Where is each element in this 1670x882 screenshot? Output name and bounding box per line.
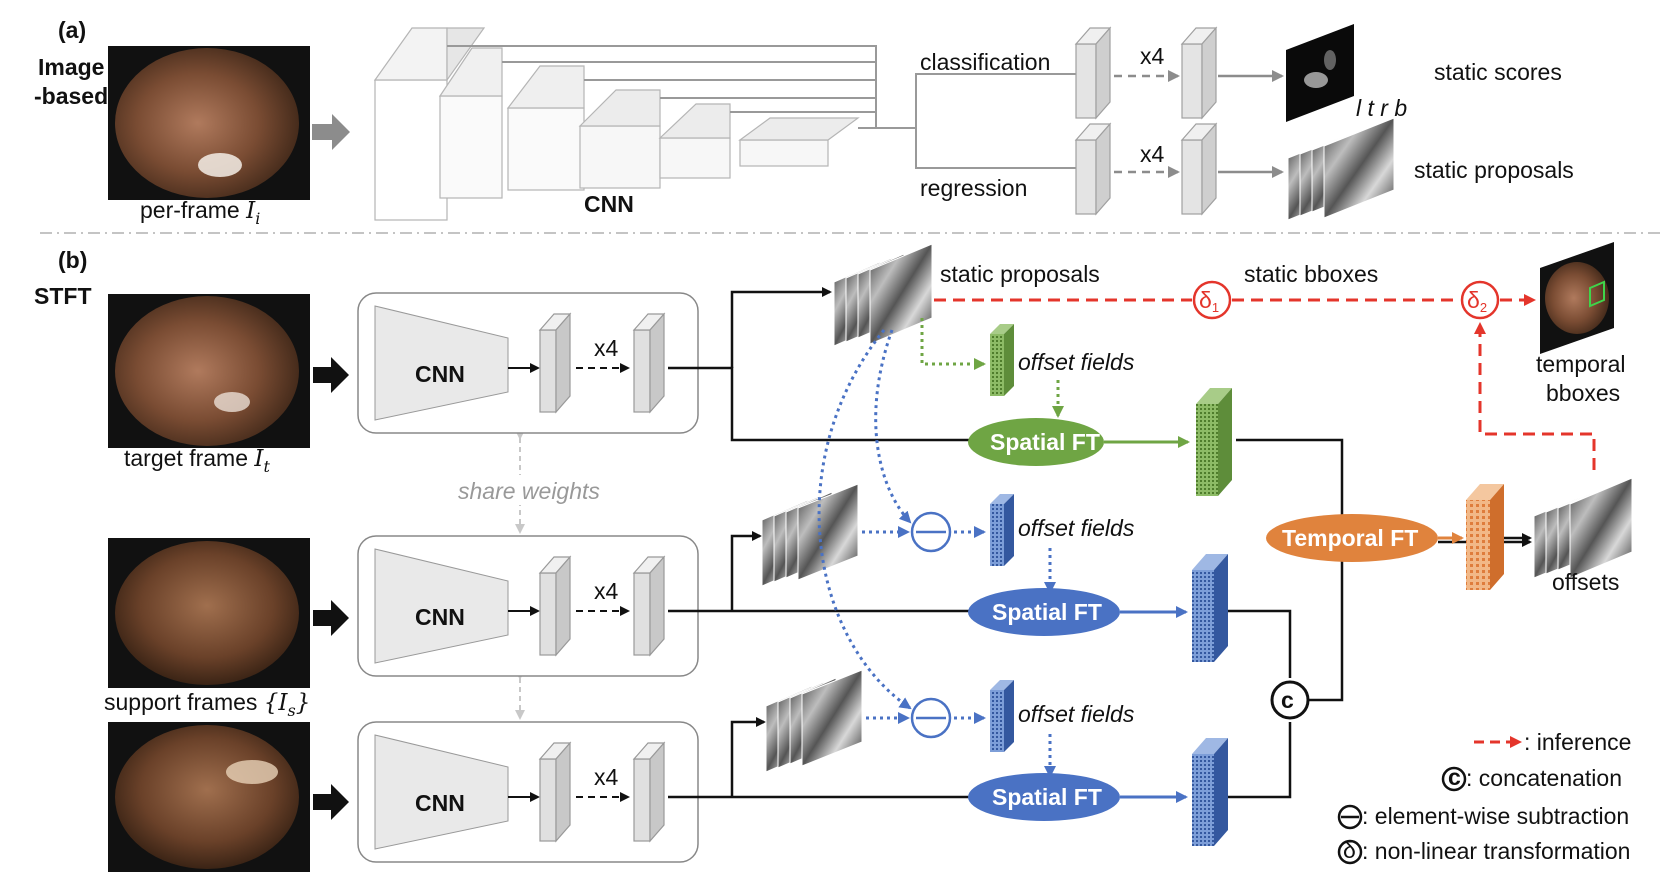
static-proposals-map-a — [1287, 117, 1395, 221]
cnn-label-a: CNN — [584, 191, 634, 217]
blue-aligned-feature-1 — [1192, 554, 1228, 662]
cnn-module-target: CNN x4 — [357, 292, 699, 434]
regression-head — [1074, 122, 1218, 216]
svg-text:: element-wise subtraction: : element-wise subtraction — [1362, 803, 1629, 829]
spatial-ft-green-label: Spatial FT — [990, 429, 1100, 455]
cnn-lateral-connections — [447, 45, 1076, 169]
concat-icon: c — [1270, 680, 1310, 720]
static-scores-map — [1286, 24, 1354, 122]
cnn-backbone-blocks — [373, 27, 860, 221]
legend: : inference c : concatenation : element-… — [1337, 729, 1631, 865]
support-frame-image-1 — [108, 538, 310, 688]
support1-input-arrow — [313, 600, 349, 636]
delta2-icon: δ2 — [1460, 280, 1500, 320]
cnn-module-support-2: CNN x4 — [357, 721, 699, 863]
subtract-icon-2 — [910, 697, 952, 739]
temporal-bboxes-image — [1540, 242, 1614, 354]
main-flow-lines — [668, 287, 1532, 799]
temporal-ft-label: Temporal FT — [1282, 525, 1418, 551]
static-proposals-map-target — [833, 243, 933, 347]
static-scores-label: static scores — [1434, 59, 1562, 85]
section-a-tag: (a) — [58, 17, 86, 43]
green-offset-arrow — [920, 318, 986, 370]
proposals-map-support-2 — [765, 669, 863, 773]
svg-text:c: c — [1448, 764, 1461, 790]
section-a-title-line1: Image — [38, 54, 104, 80]
blue-offset-field-1 — [990, 494, 1014, 566]
section-b: (b) STFT target frame It support frames … — [34, 247, 612, 872]
cnn-label-support-2: CNN — [415, 790, 465, 816]
static-proposals-label-a: static proposals — [1414, 157, 1574, 183]
share-weights-label: share weights — [458, 478, 600, 504]
classification-head — [1074, 26, 1218, 120]
blue-offset-field-2 — [990, 680, 1014, 752]
regression-label: regression — [920, 175, 1027, 201]
spatial-ft-blue-2: Spatial FT — [968, 773, 1120, 821]
spatial-ft-blue-1-label: Spatial FT — [992, 599, 1102, 625]
delta1-icon: δ1 — [1192, 280, 1232, 320]
legend-inference: : inference — [1474, 729, 1631, 755]
spatial-ft-blue-2-label: Spatial FT — [992, 784, 1102, 810]
section-b-title: STFT — [34, 283, 92, 309]
legend-nonlinear: δ : non-linear transformation — [1337, 837, 1630, 865]
spatial-ft-blue-1: Spatial FT — [968, 588, 1120, 636]
blue-aligned-feature-2 — [1192, 738, 1228, 846]
repeat-label-target: x4 — [594, 335, 619, 361]
target-frame-caption: target frame It — [124, 445, 270, 476]
share-weights-bg — [452, 475, 612, 505]
svg-text:δ1: δ1 — [1199, 287, 1219, 315]
reg-repeat-label: x4 — [1140, 141, 1165, 167]
offset-fields-label-green: offset fields — [1018, 349, 1135, 375]
svg-text:: non-linear transformation: : non-linear transformation — [1362, 838, 1630, 864]
offset-fields-label-blue-1: offset fields — [1018, 515, 1135, 541]
svg-text:c: c — [1281, 687, 1294, 713]
repeat-label-support-1: x4 — [594, 578, 619, 604]
temporal-ft: Temporal FT — [1266, 514, 1438, 562]
inference-path — [934, 294, 1596, 470]
proposals-map-support-1 — [761, 483, 859, 587]
cnn-module-support-1: CNN x4 — [357, 535, 699, 677]
section-a-title-line2: -based — [34, 83, 108, 109]
temporal-bboxes-label-2: bboxes — [1546, 380, 1620, 406]
classification-label: classification — [920, 49, 1050, 75]
offset-fields-label-blue-2: offset fields — [1018, 701, 1135, 727]
static-proposals-label-b: static proposals — [940, 261, 1100, 287]
svg-text:: inference: : inference — [1524, 729, 1631, 755]
orange-feature — [1466, 484, 1504, 590]
support2-input-arrow — [313, 784, 349, 820]
cnn-label-support-1: CNN — [415, 604, 465, 630]
per-frame-caption: per-frame Ii — [140, 197, 260, 228]
svg-text:δ2: δ2 — [1467, 287, 1487, 315]
offsets-label: offsets — [1552, 569, 1619, 595]
repeat-label-support-2: x4 — [594, 764, 619, 790]
support-frame-image-2 — [108, 722, 310, 872]
section-b-tag: (b) — [58, 247, 87, 273]
legend-subtraction: : element-wise subtraction — [1337, 803, 1629, 830]
svg-text:: concatenation: : concatenation — [1466, 765, 1622, 791]
blue-dotted-arrows — [817, 329, 1056, 778]
static-bboxes-label: static bboxes — [1244, 261, 1378, 287]
green-aligned-feature — [1196, 388, 1232, 496]
target-input-arrow — [313, 357, 349, 393]
green-offset-field — [990, 324, 1014, 396]
cls-repeat-label: x4 — [1140, 43, 1165, 69]
section-a: (a) Image -based per-frame Ii — [34, 17, 1574, 228]
per-frame-image — [108, 46, 310, 200]
subtract-icon-1 — [910, 511, 952, 553]
target-frame-image — [108, 294, 310, 448]
legend-concatenation: c : concatenation — [1441, 764, 1622, 792]
cnn-label-target: CNN — [415, 361, 465, 387]
support-frames-caption: support frames {Is} — [104, 689, 310, 720]
spatial-ft-green: Spatial FT — [968, 418, 1104, 466]
offsets-map — [1533, 477, 1633, 579]
svg-text:δ: δ — [1343, 837, 1356, 863]
image-to-cnn-arrow — [312, 114, 350, 150]
temporal-bboxes-label-1: temporal — [1536, 351, 1625, 377]
ltrb-label: l t r b — [1356, 95, 1407, 121]
